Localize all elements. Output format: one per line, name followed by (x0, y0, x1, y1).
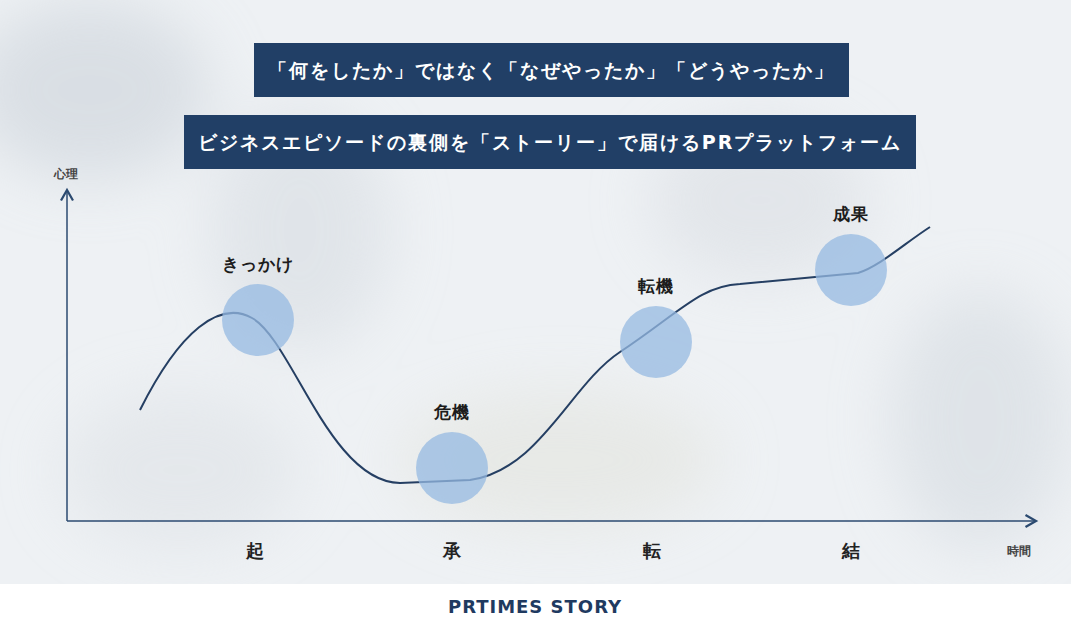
phase-label: 承 (443, 539, 461, 563)
axis-label: 心理 (54, 166, 78, 183)
milestone-label: 転機 (638, 275, 674, 298)
banner-text: 「何をしたか」ではなく「なぜやったか」「どうやったか」 (268, 59, 835, 81)
headline-banner: 「何をしたか」ではなく「なぜやったか」「どうやったか」 (254, 43, 849, 97)
axis-label: 時間 (1007, 543, 1031, 560)
phase-label: 結 (842, 539, 860, 563)
milestone-circle: きっかけ (222, 284, 294, 356)
phase-label: 起 (246, 539, 264, 563)
milestone-label: 成果 (833, 203, 869, 226)
milestone-circle: 転機 (620, 306, 692, 378)
subtitle-banner: ビジネスエピソードの裏側を「ストーリー」で届けるPRプラットフォーム (184, 115, 917, 169)
milestone-label: きっかけ (222, 253, 294, 276)
milestone-circle: 成果 (815, 234, 887, 306)
brand-logo: PRTIMES STORY (448, 596, 622, 617)
milestone-circle: 危機 (416, 432, 488, 504)
phase-label: 転 (643, 539, 661, 563)
milestone-label: 危機 (434, 401, 470, 424)
banner-text: ビジネスエピソードの裏側を「ストーリー」で届けるPRプラットフォーム (198, 131, 903, 153)
